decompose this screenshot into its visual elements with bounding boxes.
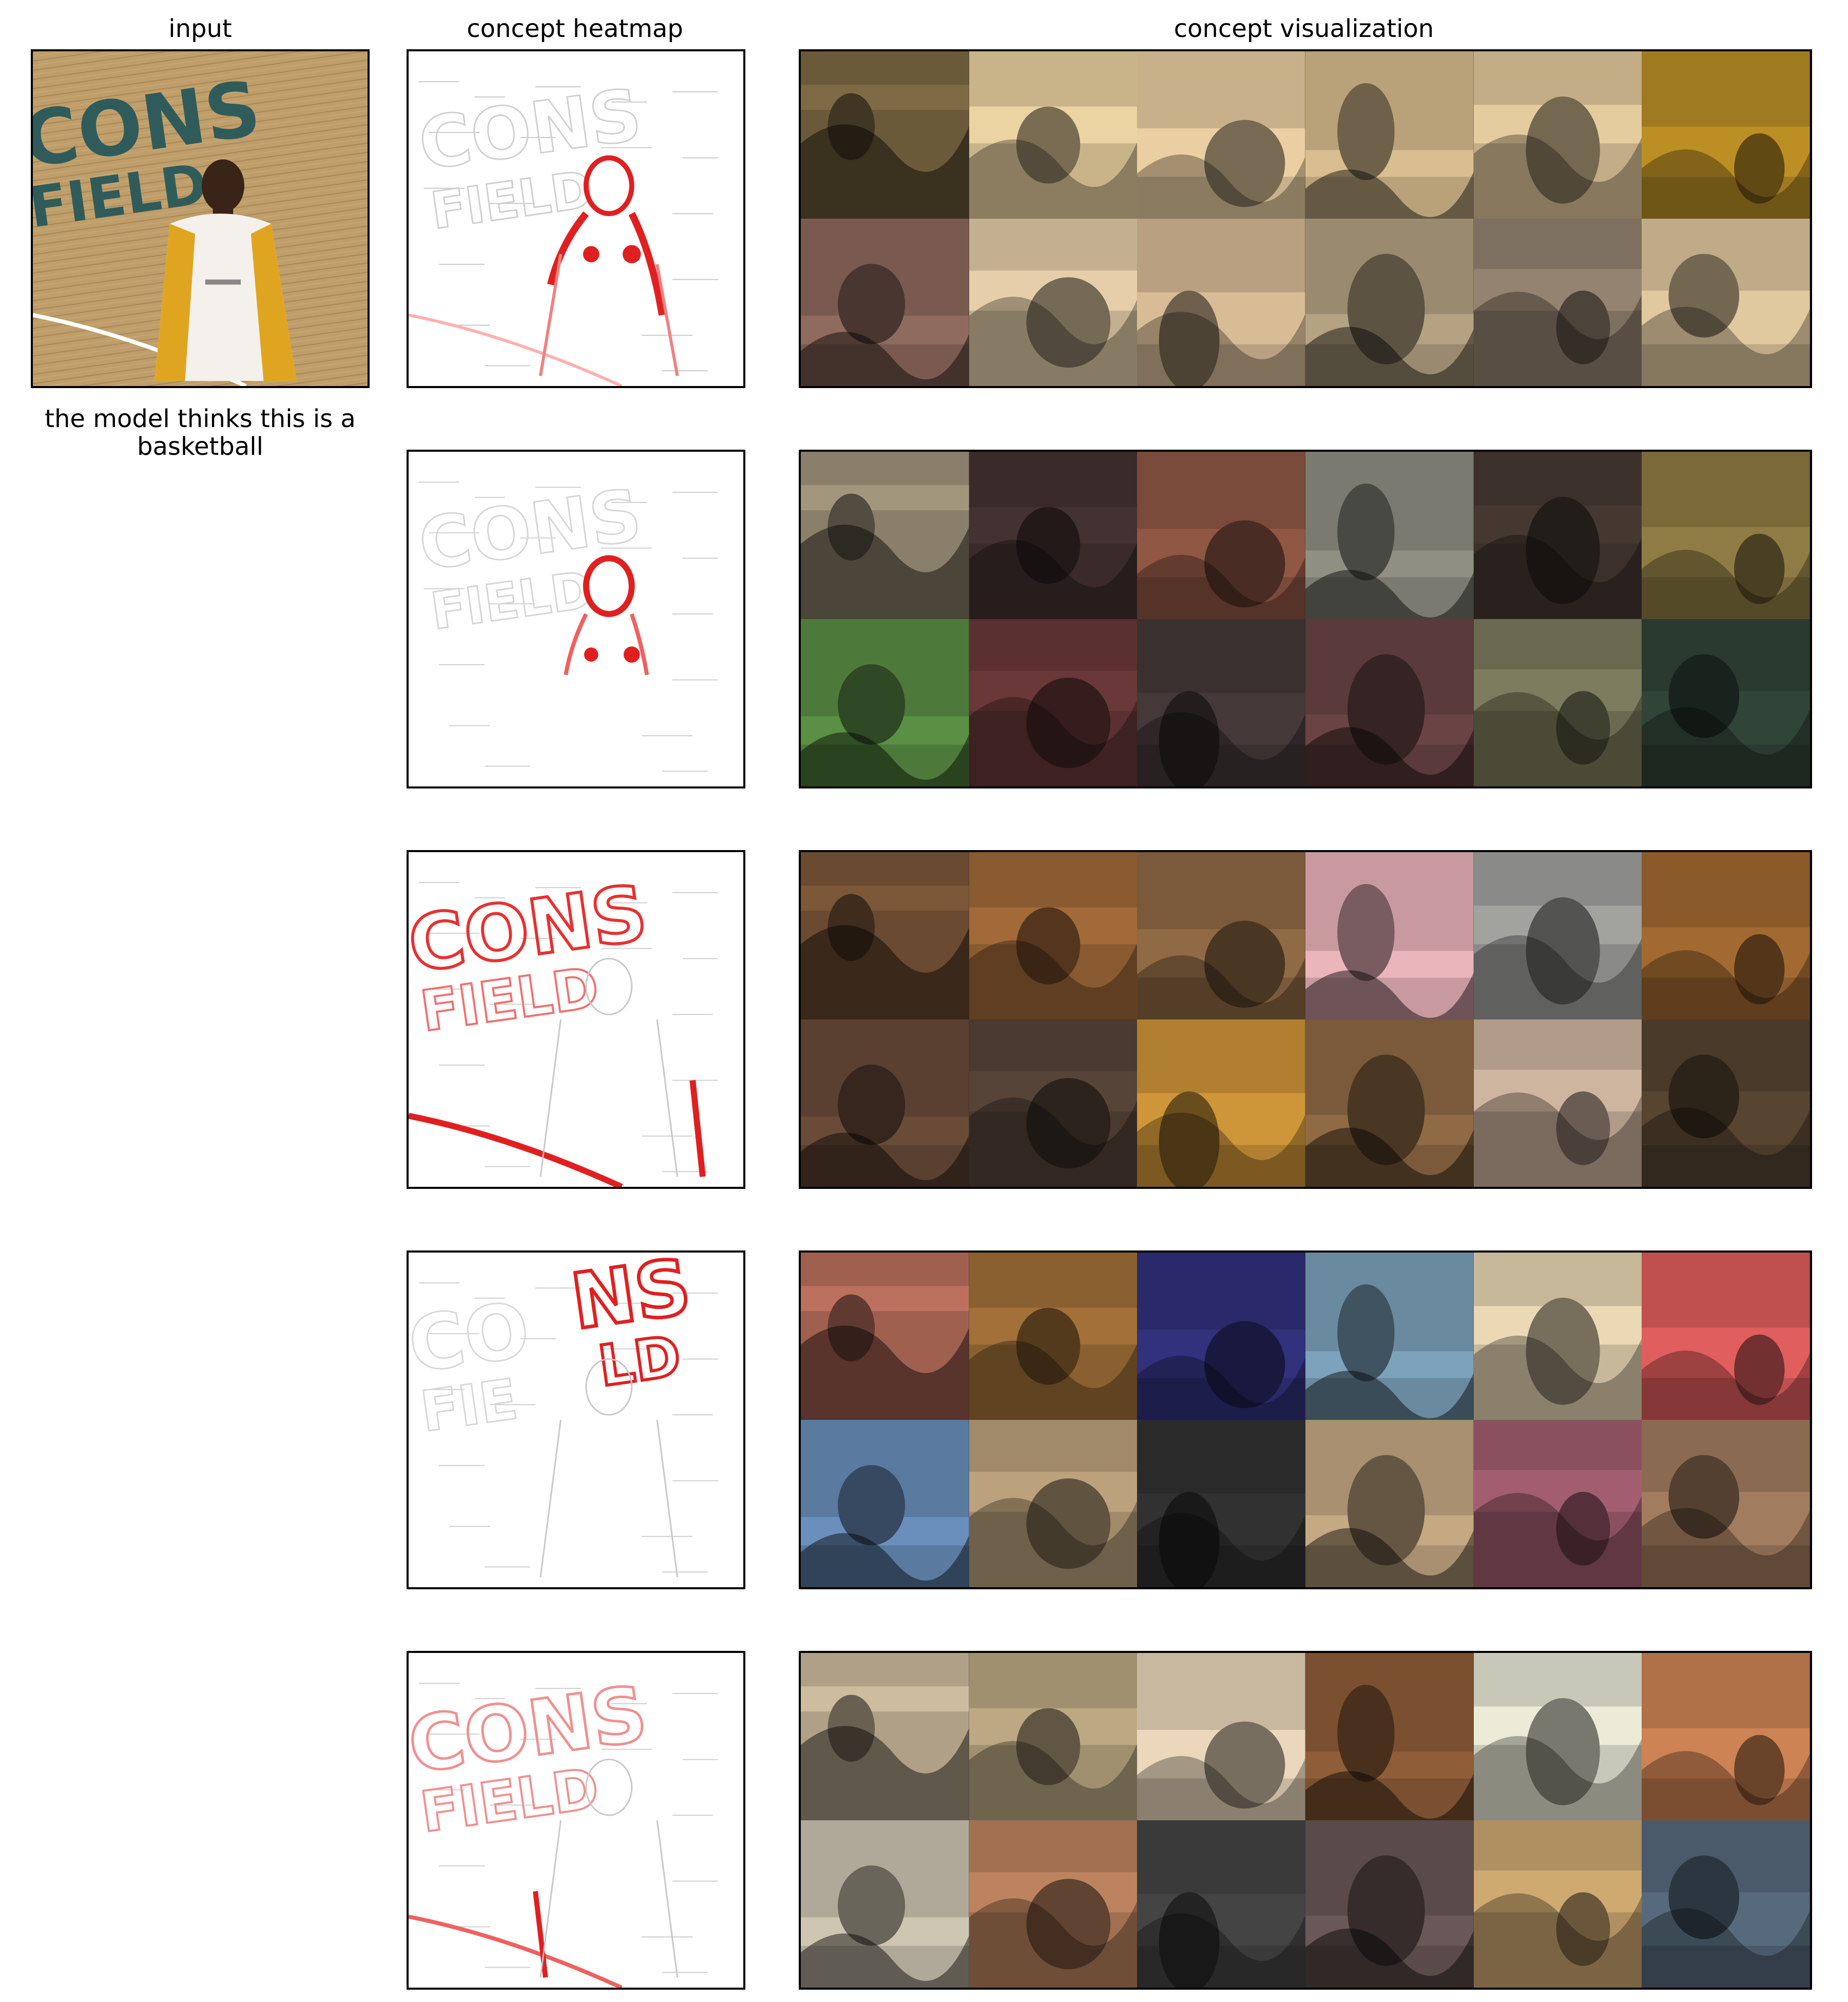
concept-visualization-2	[799, 450, 1812, 788]
concept-example-image	[1137, 1253, 1305, 1420]
concept-visualization-4	[799, 1250, 1812, 1589]
concept-example-image	[801, 1420, 969, 1587]
concept-example-image	[1473, 51, 1642, 219]
concept-example-image	[1642, 452, 1810, 619]
input-image-drawing: CONS FIELD	[33, 51, 368, 386]
concept-example-image	[1305, 1019, 1474, 1187]
concept-example-image	[1473, 1420, 1642, 1587]
concept-example-image	[1642, 51, 1810, 219]
concept-example-image	[801, 852, 969, 1019]
concept-example-image	[969, 1820, 1138, 1988]
concept-heatmap-3: CONS FIELD	[407, 850, 745, 1189]
concept-example-image	[969, 1420, 1138, 1587]
concept-example-image	[1305, 619, 1474, 786]
concept-example-image	[1137, 219, 1305, 386]
concept-heatmap-5: CONS FIELD	[407, 1651, 745, 1990]
concept-example-image	[1305, 1253, 1474, 1420]
concept-example-image	[969, 619, 1138, 786]
concept-example-image	[1305, 452, 1474, 619]
concept-example-image	[1473, 1253, 1642, 1420]
concept-example-image	[1305, 51, 1474, 219]
concept-example-image	[801, 619, 969, 786]
concept-example-image	[1137, 1019, 1305, 1187]
concept-example-image	[969, 51, 1138, 219]
prediction-caption: the model thinks this is a basketball	[45, 405, 356, 461]
concept-example-image	[1137, 51, 1305, 219]
heatmap-drawing-3: CONS FIELD	[409, 867, 718, 1187]
concept-example-image	[1642, 1420, 1810, 1587]
concept-heatmap-2: CONS FIELD	[407, 450, 745, 788]
concept-heatmap-1: CONS FIELD	[407, 49, 745, 388]
concept-heatmap-4: CO NS FIE LD	[407, 1250, 745, 1589]
concept-visualization-3	[799, 850, 1812, 1189]
concept-example-image	[969, 219, 1138, 386]
concept-example-image	[1473, 1019, 1642, 1187]
input-column-title: input	[168, 14, 232, 43]
concept-example-image	[1642, 1820, 1810, 1988]
concept-example-image	[969, 1019, 1138, 1187]
concept-example-image	[1305, 852, 1474, 1019]
concept-example-image	[801, 1253, 969, 1420]
concept-example-image	[1473, 219, 1642, 386]
concept-example-image	[1473, 1820, 1642, 1988]
concept-example-image	[801, 452, 969, 619]
concept-example-image	[801, 219, 969, 386]
concept-example-image	[801, 1653, 969, 1820]
concept-example-image	[1137, 619, 1305, 786]
concept-example-image	[1137, 1820, 1305, 1988]
concept-visualization-5	[799, 1651, 1812, 1990]
concept-example-image	[1642, 1253, 1810, 1420]
heatmap-drawing-1: CONS FIELD	[409, 72, 718, 386]
concept-example-image	[1473, 452, 1642, 619]
svg-text:CO: CO	[409, 1285, 535, 1390]
concept-example-image	[969, 452, 1138, 619]
concept-example-image	[969, 852, 1138, 1019]
concept-example-image	[1473, 1653, 1642, 1820]
concept-example-image	[1473, 852, 1642, 1019]
svg-text:LD: LD	[594, 1323, 685, 1399]
heatmap-drawing-2: CONS FIELD	[413, 473, 718, 772]
concept-example-image	[1642, 1019, 1810, 1187]
concept-example-image	[1137, 1653, 1305, 1820]
concept-example-image	[1642, 852, 1810, 1019]
heatmap-drawing-4: CO NS FIE LD	[409, 1253, 718, 1577]
concept-example-image	[1642, 619, 1810, 786]
heatmap-column-title: concept heatmap	[467, 14, 683, 43]
concept-example-image	[1305, 219, 1474, 386]
concept-example-image	[1137, 852, 1305, 1019]
input-image: CONS FIELD	[31, 49, 370, 388]
svg-text:NS: NS	[566, 1253, 696, 1346]
heatmap-drawing-5: CONS FIELD	[409, 1668, 718, 1988]
concept-example-image	[801, 1820, 969, 1988]
visualization-column-title: concept visualization	[1173, 14, 1434, 43]
concept-visualization-1	[799, 49, 1812, 388]
concept-example-image	[1305, 1420, 1474, 1587]
concept-example-image	[801, 1019, 969, 1187]
concept-example-image	[1305, 1653, 1474, 1820]
concept-example-image	[1137, 1420, 1305, 1587]
svg-text:FIE: FIE	[417, 1366, 522, 1445]
concept-example-image	[1305, 1820, 1474, 1988]
concept-example-image	[969, 1653, 1138, 1820]
concept-example-image	[969, 1253, 1138, 1420]
concept-example-image	[1137, 452, 1305, 619]
concept-example-image	[1642, 219, 1810, 386]
concept-example-image	[801, 51, 969, 219]
concept-example-image	[1473, 619, 1642, 786]
concept-example-image	[1642, 1653, 1810, 1820]
